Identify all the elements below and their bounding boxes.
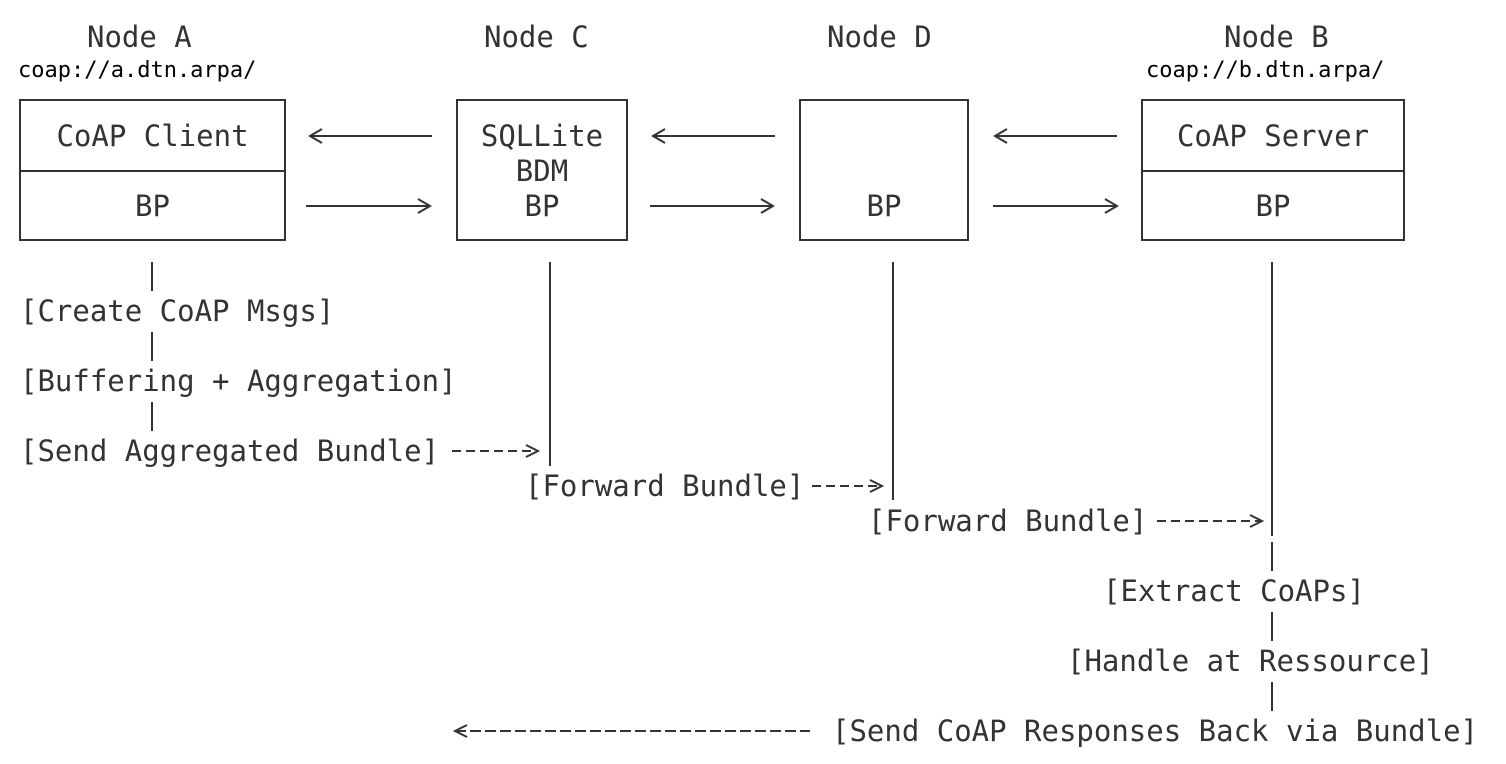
- node-b-uri: coap://b.dtn.arpa/: [1146, 58, 1385, 83]
- arrow-d-to-c: [651, 128, 775, 144]
- dashed-arrow-forward-d: [1157, 514, 1265, 528]
- node-d-bp-label: BP: [866, 189, 902, 223]
- arrow-c-to-d: [650, 198, 775, 214]
- node-c-bp-label: BP: [524, 189, 560, 223]
- arrow-c-to-a: [308, 128, 432, 144]
- arrow-a-to-c: [306, 198, 432, 214]
- node-b-title: Node B: [1224, 20, 1329, 54]
- step-forward-bundle-c: [Forward Bundle]: [525, 469, 805, 503]
- step-send-aggregated-bundle: [Send Aggregated Bundle]: [20, 434, 440, 468]
- node-c-title: Node C: [484, 20, 589, 54]
- step-forward-bundle-d: [Forward Bundle]: [868, 504, 1148, 538]
- node-a-coap-client-label: CoAP Client: [56, 119, 249, 153]
- node-d-box: [799, 99, 969, 241]
- node-c-bdm-label: BDM: [515, 154, 569, 188]
- node-b-box: [1141, 99, 1405, 241]
- node-c-sqllite-label: SQLLite: [480, 119, 604, 153]
- node-a-uri: coap://a.dtn.arpa/: [18, 58, 257, 83]
- step-extract-coaps: [Extract CoAPs]: [1103, 574, 1365, 608]
- dashed-arrow-send-aggregated: [452, 444, 541, 458]
- node-a-box: [19, 99, 286, 241]
- node-c-box: [456, 99, 628, 241]
- node-a-title: Node A: [87, 20, 192, 54]
- dashed-arrow-forward-c: [812, 479, 885, 493]
- node-b-bp-label: BP: [1255, 189, 1291, 223]
- dashed-arrow-send-back: [452, 724, 810, 738]
- node-d-title: Node D: [827, 20, 932, 54]
- node-a-bp-label: BP: [135, 189, 170, 223]
- arrow-d-to-b: [993, 198, 1119, 214]
- step-handle-at-ressource: [Handle at Ressource]: [1067, 644, 1434, 678]
- arrow-b-to-d: [993, 128, 1117, 144]
- step-send-coap-responses-back: [Send CoAP Responses Back via Bundle]: [832, 714, 1479, 748]
- node-b-coap-server-label: CoAP Server: [1176, 119, 1370, 153]
- step-buffering-aggregation: [Buffering + Aggregation]: [20, 364, 457, 398]
- step-create-coap-msgs: [Create CoAP Msgs]: [20, 294, 335, 328]
